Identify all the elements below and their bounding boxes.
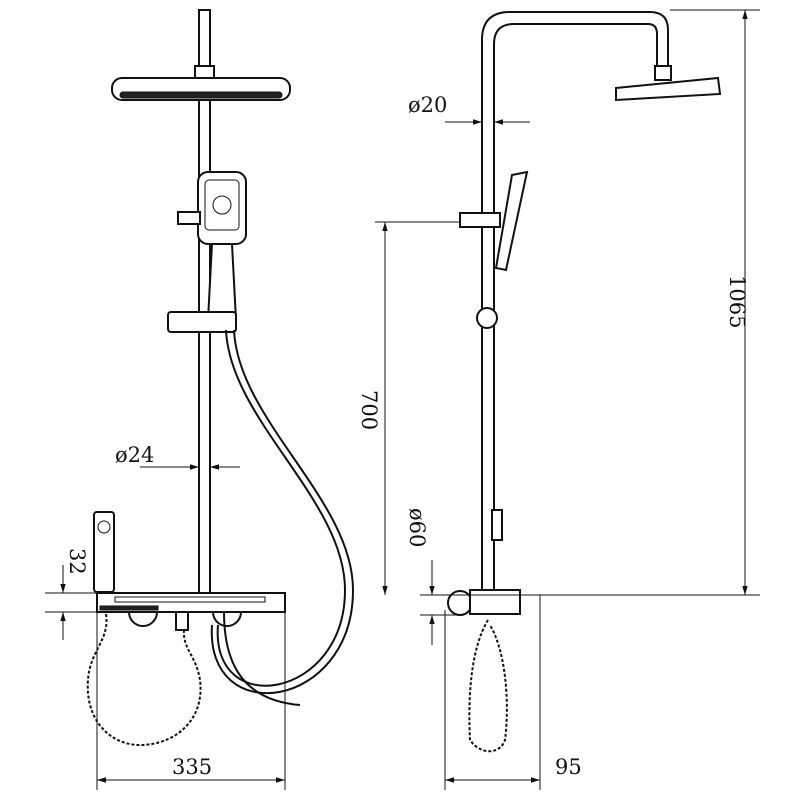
side-spiral-hose — [468, 619, 508, 753]
side-shelf-body — [469, 589, 521, 615]
dim-slide-height: 700 — [357, 390, 381, 430]
head-connector — [194, 65, 215, 79]
hand-shower-face — [204, 179, 240, 231]
side-hose-clip — [491, 509, 503, 541]
dim-valve-diameter: ø60 — [405, 508, 429, 547]
hose-return — [223, 611, 301, 706]
bidet-sprayer — [93, 511, 115, 593]
dim-total-height: 1065 — [725, 275, 749, 328]
shelf-groove — [114, 596, 266, 603]
bidet-sprayer-button-icon — [97, 520, 111, 534]
top-bracket — [177, 211, 201, 225]
side-top-bracket — [459, 212, 501, 228]
side-riser-inner — [493, 23, 658, 600]
side-hand-shower — [494, 170, 529, 272]
dim-width: 335 — [172, 755, 212, 779]
dim-depth: 95 — [555, 755, 582, 779]
dim-front-pipe-diameter: ø24 — [115, 443, 154, 467]
hand-shower-center-icon — [212, 195, 232, 215]
front-view: ø24 32 335 — [45, 9, 355, 790]
side-riser-outer — [481, 11, 669, 600]
dim-side-pipe-diameter: ø20 — [408, 93, 447, 117]
hand-shower-handle — [206, 243, 238, 321]
spiral-hose — [86, 613, 202, 747]
side-slide-ball — [476, 307, 498, 329]
shower-head-nozzles — [119, 91, 283, 99]
side-rain-head — [615, 76, 722, 102]
side-head-connector — [654, 65, 672, 81]
dim-outlet-height: 32 — [65, 548, 89, 575]
side-view: ø20 1065 700 ø60 95 — [357, 9, 760, 790]
shelf-outlet — [99, 605, 159, 611]
outlet-fitting — [175, 611, 189, 631]
slide-bracket — [167, 311, 237, 333]
shower-hose-outer — [210, 329, 355, 695]
